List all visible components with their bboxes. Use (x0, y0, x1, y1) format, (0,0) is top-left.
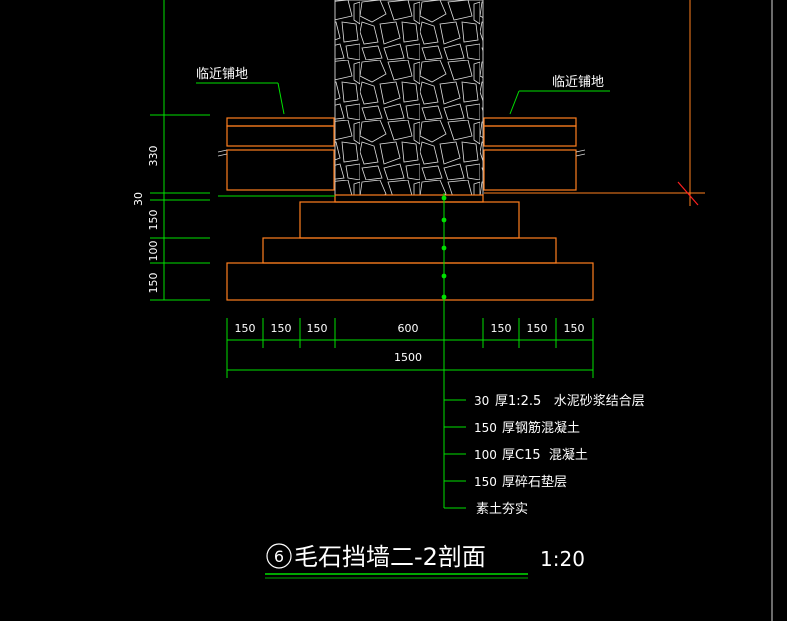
center-leader-line (441, 193, 466, 509)
layer-1-thickness: 30 (474, 394, 489, 408)
hdim-1: 150 (235, 322, 256, 335)
adjacent-paving-left (217, 117, 335, 191)
drawing-title-block: 6 毛石挡墙二-2剖面 1:20 (265, 543, 585, 579)
layer-5-desc: 素土夯实 (476, 502, 528, 517)
hdim-7: 150 (564, 322, 585, 335)
layer-1-desc: 厚1:2.5 水泥砂浆结合层 (495, 394, 645, 409)
dim-30: 30 (132, 192, 145, 206)
vertical-dimension-chain (150, 0, 335, 301)
hdim-2: 150 (271, 322, 292, 335)
layer-2-desc: 厚钢筋混凝土 (502, 420, 580, 436)
layer-4-desc: 厚碎石垫层 (502, 474, 567, 490)
layer-4-thickness: 150 (474, 475, 497, 489)
drawing-scale: 1:20 (540, 547, 585, 571)
callout-leaders (196, 82, 610, 115)
dim-330: 330 (147, 146, 160, 167)
layer-3-desc: 厚C15 混凝土 (502, 447, 588, 463)
title-number-circle (266, 543, 292, 569)
dim-150-top: 150 (147, 210, 160, 231)
hdim-3: 150 (307, 322, 328, 335)
dim-100: 100 (147, 241, 160, 262)
hdim-6: 150 (527, 322, 548, 335)
hdim-total: 1500 (394, 351, 422, 364)
callout-left-label: 临近铺地 (196, 67, 248, 82)
rubble-stone-wall (334, 0, 484, 196)
hdim-4: 600 (398, 322, 419, 335)
dim-150-bottom: 150 (147, 273, 160, 294)
layer-3-thickness: 100 (474, 448, 497, 462)
hdim-5: 150 (491, 322, 512, 335)
layer-legend: 30 厚1:2.5 水泥砂浆结合层 150 厚钢筋混凝土 100 厚C15 混凝… (474, 394, 645, 517)
callout-right-label: 临近铺地 (552, 75, 604, 90)
foundation-layers (226, 194, 594, 301)
title-number: 6 (274, 547, 284, 566)
layer-2-thickness: 150 (474, 421, 497, 435)
drawing-title: 毛石挡墙二-2剖面 (294, 543, 486, 571)
horizontal-dimension-chain (226, 318, 594, 378)
adjacent-paving-right (483, 117, 586, 191)
frame-lines (484, 0, 773, 621)
